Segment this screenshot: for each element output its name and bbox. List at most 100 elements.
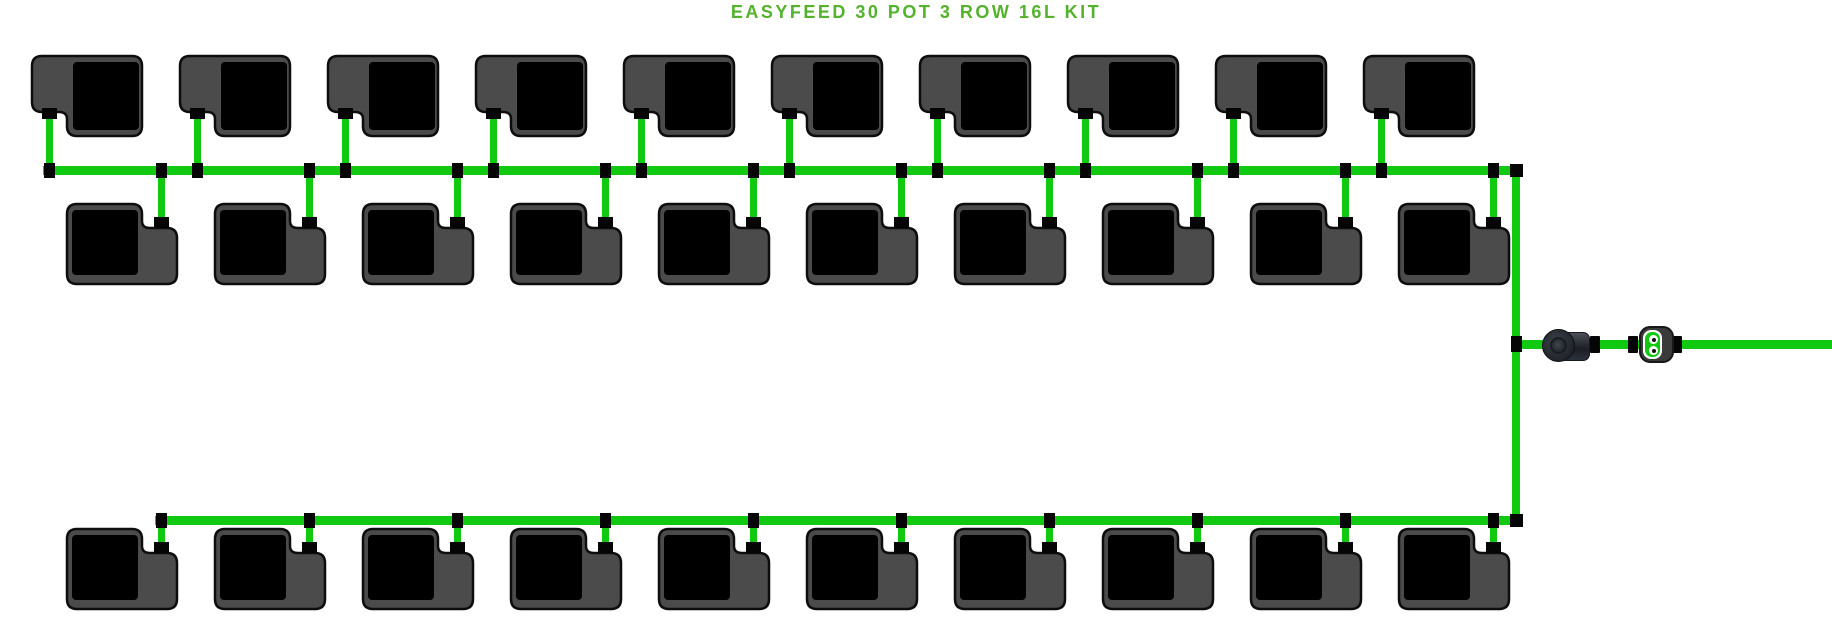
- pot-inlet-fitting: [894, 217, 909, 228]
- pot-1: [30, 54, 144, 138]
- pot-liner: [517, 62, 583, 130]
- pot-inlet-fitting: [746, 217, 761, 228]
- feed-tube: [1342, 172, 1349, 221]
- pot-inlet-fitting: [1190, 542, 1205, 553]
- feed-tube: [934, 112, 941, 174]
- elbow-top: [1509, 163, 1523, 177]
- pot-28: [1101, 527, 1215, 611]
- pot-inlet-fitting: [42, 108, 57, 119]
- feed-tube: [602, 518, 609, 546]
- pot-inlet-fitting: [598, 542, 613, 553]
- feed-tube: [1082, 112, 1089, 174]
- tee-connector: [932, 162, 943, 178]
- pot-17: [953, 202, 1067, 286]
- feed-tube: [46, 112, 53, 174]
- tee-connector: [1488, 162, 1499, 178]
- feed-tube: [1046, 518, 1053, 546]
- outlet-tee: [1510, 336, 1522, 352]
- tee-connector: [1192, 512, 1203, 528]
- pot-liner: [516, 535, 582, 600]
- pot-inlet-fitting: [1486, 217, 1501, 228]
- feed-tube: [306, 172, 313, 221]
- feed-tube: [898, 518, 905, 546]
- pot-inlet-fitting: [1042, 217, 1057, 228]
- pot-5: [622, 54, 736, 138]
- pot-23: [361, 527, 475, 611]
- pot-inlet-fitting: [1190, 217, 1205, 228]
- pot-30: [1397, 527, 1511, 611]
- tee-connector: [600, 162, 611, 178]
- manifold-bottom: [155, 516, 1520, 525]
- pot-liner: [665, 62, 731, 130]
- pot-inlet-fitting: [1374, 108, 1389, 119]
- pot-15: [657, 202, 771, 286]
- feed-tube: [158, 518, 165, 546]
- hose-fitting: [1672, 336, 1682, 353]
- pot-27: [953, 527, 1067, 611]
- pot-liner: [812, 210, 878, 275]
- tee-connector: [156, 162, 167, 178]
- feed-tube: [898, 172, 905, 221]
- pot-liner: [960, 210, 1026, 275]
- tee-connector: [600, 512, 611, 528]
- tee-connector: [1228, 162, 1239, 178]
- tee-connector: [452, 162, 463, 178]
- pot-19: [1249, 202, 1363, 286]
- tee-connector: [1488, 512, 1499, 528]
- tee-connector: [1044, 162, 1055, 178]
- pot-liner: [813, 62, 879, 130]
- pot-inlet-fitting: [450, 542, 465, 553]
- pot-20: [1397, 202, 1511, 286]
- pot-inlet-fitting: [1338, 217, 1353, 228]
- feed-tube: [750, 518, 757, 546]
- valve-connector: [1639, 326, 1674, 363]
- tee-connector: [896, 512, 907, 528]
- feed-tube: [638, 112, 645, 174]
- feed-tube: [602, 172, 609, 221]
- pot-3: [326, 54, 440, 138]
- pot-liner: [220, 535, 286, 600]
- pot-liner: [961, 62, 1027, 130]
- pot-inlet-fitting: [154, 542, 169, 553]
- pot-4: [474, 54, 588, 138]
- pot-liner: [220, 210, 286, 275]
- pot-inlet-fitting: [1078, 108, 1093, 119]
- pot-6: [770, 54, 884, 138]
- pot-29: [1249, 527, 1363, 611]
- pot-18: [1101, 202, 1215, 286]
- pot-8: [1066, 54, 1180, 138]
- feed-tube: [306, 518, 313, 546]
- tee-connector: [1192, 162, 1203, 178]
- pot-liner: [369, 62, 435, 130]
- valve-face: [1643, 330, 1662, 359]
- pot-inlet-fitting: [1226, 108, 1241, 119]
- pot-21: [65, 527, 179, 611]
- pot-liner: [368, 210, 434, 275]
- tee-connector: [1340, 512, 1351, 528]
- pot-liner: [1108, 535, 1174, 600]
- feed-tube: [750, 172, 757, 221]
- tee-connector: [488, 162, 499, 178]
- pot-liner: [664, 535, 730, 600]
- pot-liner: [1109, 62, 1175, 130]
- pot-25: [657, 527, 771, 611]
- pot-liner: [1257, 62, 1323, 130]
- pot-liner: [664, 210, 730, 275]
- pot-liner: [1404, 210, 1470, 275]
- feed-tube: [1490, 172, 1497, 221]
- tee-connector: [748, 512, 759, 528]
- pot-inlet-fitting: [1338, 542, 1353, 553]
- pot-liner: [1108, 210, 1174, 275]
- feed-tube: [342, 112, 349, 174]
- pot-liner: [72, 535, 138, 600]
- feed-tube: [1046, 172, 1053, 221]
- pot-inlet-fitting: [746, 542, 761, 553]
- pot-inlet-fitting: [598, 217, 613, 228]
- feed-tube: [490, 112, 497, 174]
- feed-tube: [194, 112, 201, 174]
- pot-10: [1362, 54, 1476, 138]
- tee-connector: [340, 162, 351, 178]
- pot-liner: [368, 535, 434, 600]
- pot-24: [509, 527, 623, 611]
